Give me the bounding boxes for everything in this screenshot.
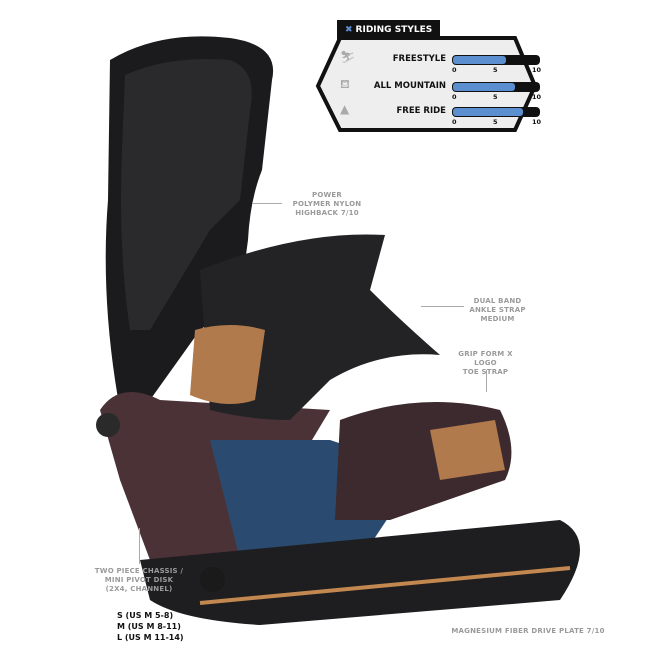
cross-icon: ✖ [345, 25, 353, 35]
rating-fill [453, 108, 524, 116]
rating-fill [453, 56, 506, 64]
tick-label: 0 [452, 118, 457, 126]
riding-styles-header: ✖RIDING STYLES [337, 20, 441, 40]
rating-bar [452, 55, 540, 65]
size-l: L (US M 11-14) [117, 633, 184, 642]
tick-label: 5 [493, 93, 498, 101]
size-m: M (US M 8-11) [117, 622, 181, 631]
callout-line [252, 203, 282, 204]
tick-label: 0 [452, 93, 457, 101]
callout-line [421, 306, 464, 307]
tick-label: 0 [452, 66, 457, 74]
callout-line [486, 370, 487, 392]
tick-label: 5 [493, 66, 498, 74]
rating-bar [452, 82, 540, 92]
rating-bar [452, 107, 540, 117]
callout-chassis: TWO PIECE CHASSIS /MINI PIVOT DISK(2X4, … [94, 567, 184, 593]
tick-label: 10 [532, 118, 542, 126]
tick-label: 10 [532, 93, 542, 101]
ankle-strap [200, 234, 440, 420]
freestyle-skier-icon: ⛷ [340, 50, 356, 64]
size-s: S (US M 5-8) [117, 611, 174, 620]
callout-drive-plate: MAGNESIUM FIBER DRIVE PLATE 7/10 [451, 627, 605, 635]
tick-label: 10 [532, 66, 542, 74]
tick-label: 5 [493, 118, 498, 126]
pivot-disk-icon [200, 567, 225, 592]
chairlift-icon: ⛾ [340, 77, 350, 91]
mountain-icon: ▲ [340, 102, 350, 116]
size-chart: S (US M 5-8) M (US M 8-11) L (US M 11-14… [117, 610, 184, 643]
rating-fill [453, 83, 515, 91]
callout-line [139, 528, 140, 564]
